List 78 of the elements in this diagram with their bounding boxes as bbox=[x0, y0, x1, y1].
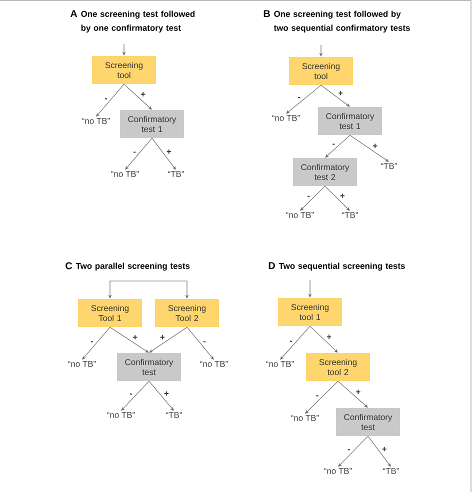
sign-label: + bbox=[380, 446, 388, 453]
panel-letter: A bbox=[70, 10, 78, 18]
screening-box: Screening tool 2 bbox=[306, 353, 370, 381]
outcome-text: “no TB” bbox=[291, 415, 319, 421]
sign-label: + bbox=[162, 390, 170, 398]
sign-label: - bbox=[128, 392, 134, 398]
panel-title: Two sequential screening tests bbox=[278, 262, 405, 271]
sign-label: - bbox=[288, 340, 294, 344]
sign-label: + bbox=[158, 334, 166, 342]
outcome-text: “no TB” bbox=[272, 115, 300, 121]
confirmatory-box: Confirmatory test 2 bbox=[293, 158, 357, 186]
arrow bbox=[124, 84, 152, 110]
arrow bbox=[368, 436, 391, 467]
outcome-text: “no TB” bbox=[82, 118, 110, 124]
outcome-text: “TB” bbox=[342, 212, 358, 218]
arrow bbox=[305, 380, 338, 414]
screening-box: Screening Tool 1 bbox=[78, 299, 142, 327]
outcome-text: “no TB” bbox=[111, 171, 139, 177]
panel-title: One screening test followed by two sequential confirmatory tests bbox=[274, 10, 410, 33]
outcome-text: “TB” bbox=[383, 468, 399, 474]
panel-title: One screening test followed by one confirmatory test bbox=[81, 10, 195, 33]
arrow bbox=[280, 326, 310, 360]
screening-box: Screening tool 1 bbox=[278, 298, 342, 326]
screening-box: Screening tool bbox=[289, 57, 353, 85]
outcome-text: “TB” bbox=[168, 171, 184, 177]
panel-title: Two parallel screening tests bbox=[76, 262, 190, 271]
arrow bbox=[110, 326, 149, 353]
sign-label: + bbox=[326, 334, 333, 341]
arrow bbox=[338, 436, 368, 467]
sign-label: + bbox=[338, 192, 346, 200]
arrow bbox=[324, 186, 350, 211]
panel-letter: C bbox=[66, 262, 72, 270]
arrow bbox=[121, 380, 150, 411]
arrow bbox=[286, 84, 322, 114]
arrow bbox=[125, 138, 152, 170]
sign-label: + bbox=[165, 148, 172, 156]
sign-label: + bbox=[140, 91, 147, 98]
confirmatory-box: Confirmatory test 1 bbox=[318, 107, 382, 135]
outcome-text: “no TB” bbox=[200, 361, 228, 367]
sign-label: - bbox=[346, 448, 352, 453]
sign-label: - bbox=[296, 96, 302, 101]
arrow bbox=[148, 380, 174, 411]
sign-label: + bbox=[132, 334, 139, 342]
arrow bbox=[152, 138, 176, 170]
sign-label: + bbox=[337, 90, 344, 97]
arrow bbox=[338, 380, 368, 408]
outcome-text: “TB” bbox=[381, 163, 397, 169]
sign-label: + bbox=[372, 142, 379, 150]
outcome-text: “no TB” bbox=[286, 212, 314, 218]
arrow bbox=[310, 326, 338, 353]
sign-label: - bbox=[202, 340, 207, 345]
outcome-text: “no TB” bbox=[324, 468, 352, 474]
sign-label: - bbox=[90, 340, 94, 345]
arrow bbox=[82, 326, 110, 360]
arrow bbox=[350, 134, 389, 162]
sign-label: - bbox=[132, 150, 137, 156]
outcome-text: “no TB” bbox=[107, 412, 135, 418]
confirmatory-box: Confirmatory test bbox=[117, 353, 181, 381]
outcome-text: “TB” bbox=[166, 412, 182, 418]
arrow bbox=[186, 326, 214, 360]
confirmatory-box: Confirmatory test bbox=[336, 408, 400, 436]
sign-label: + bbox=[354, 388, 362, 396]
sign-label: - bbox=[104, 97, 108, 102]
arrow bbox=[320, 84, 350, 107]
sign-label: - bbox=[306, 194, 312, 200]
arrow bbox=[300, 186, 326, 211]
panel-letter: B bbox=[264, 10, 270, 18]
sign-label: - bbox=[331, 142, 336, 148]
outcome-text: “no TB” bbox=[68, 361, 96, 367]
arrow bbox=[325, 134, 350, 158]
sign-label: - bbox=[314, 394, 320, 399]
confirmatory-box: Confirmatory test 1 bbox=[120, 110, 184, 138]
arrow bbox=[149, 326, 188, 353]
arrow bbox=[96, 84, 124, 117]
screening-box: Screening tool bbox=[92, 56, 156, 84]
outcome-text: “no TB” bbox=[266, 361, 294, 367]
panel-letter: D bbox=[268, 262, 275, 270]
screening-box: Screening Tool 2 bbox=[155, 299, 219, 327]
